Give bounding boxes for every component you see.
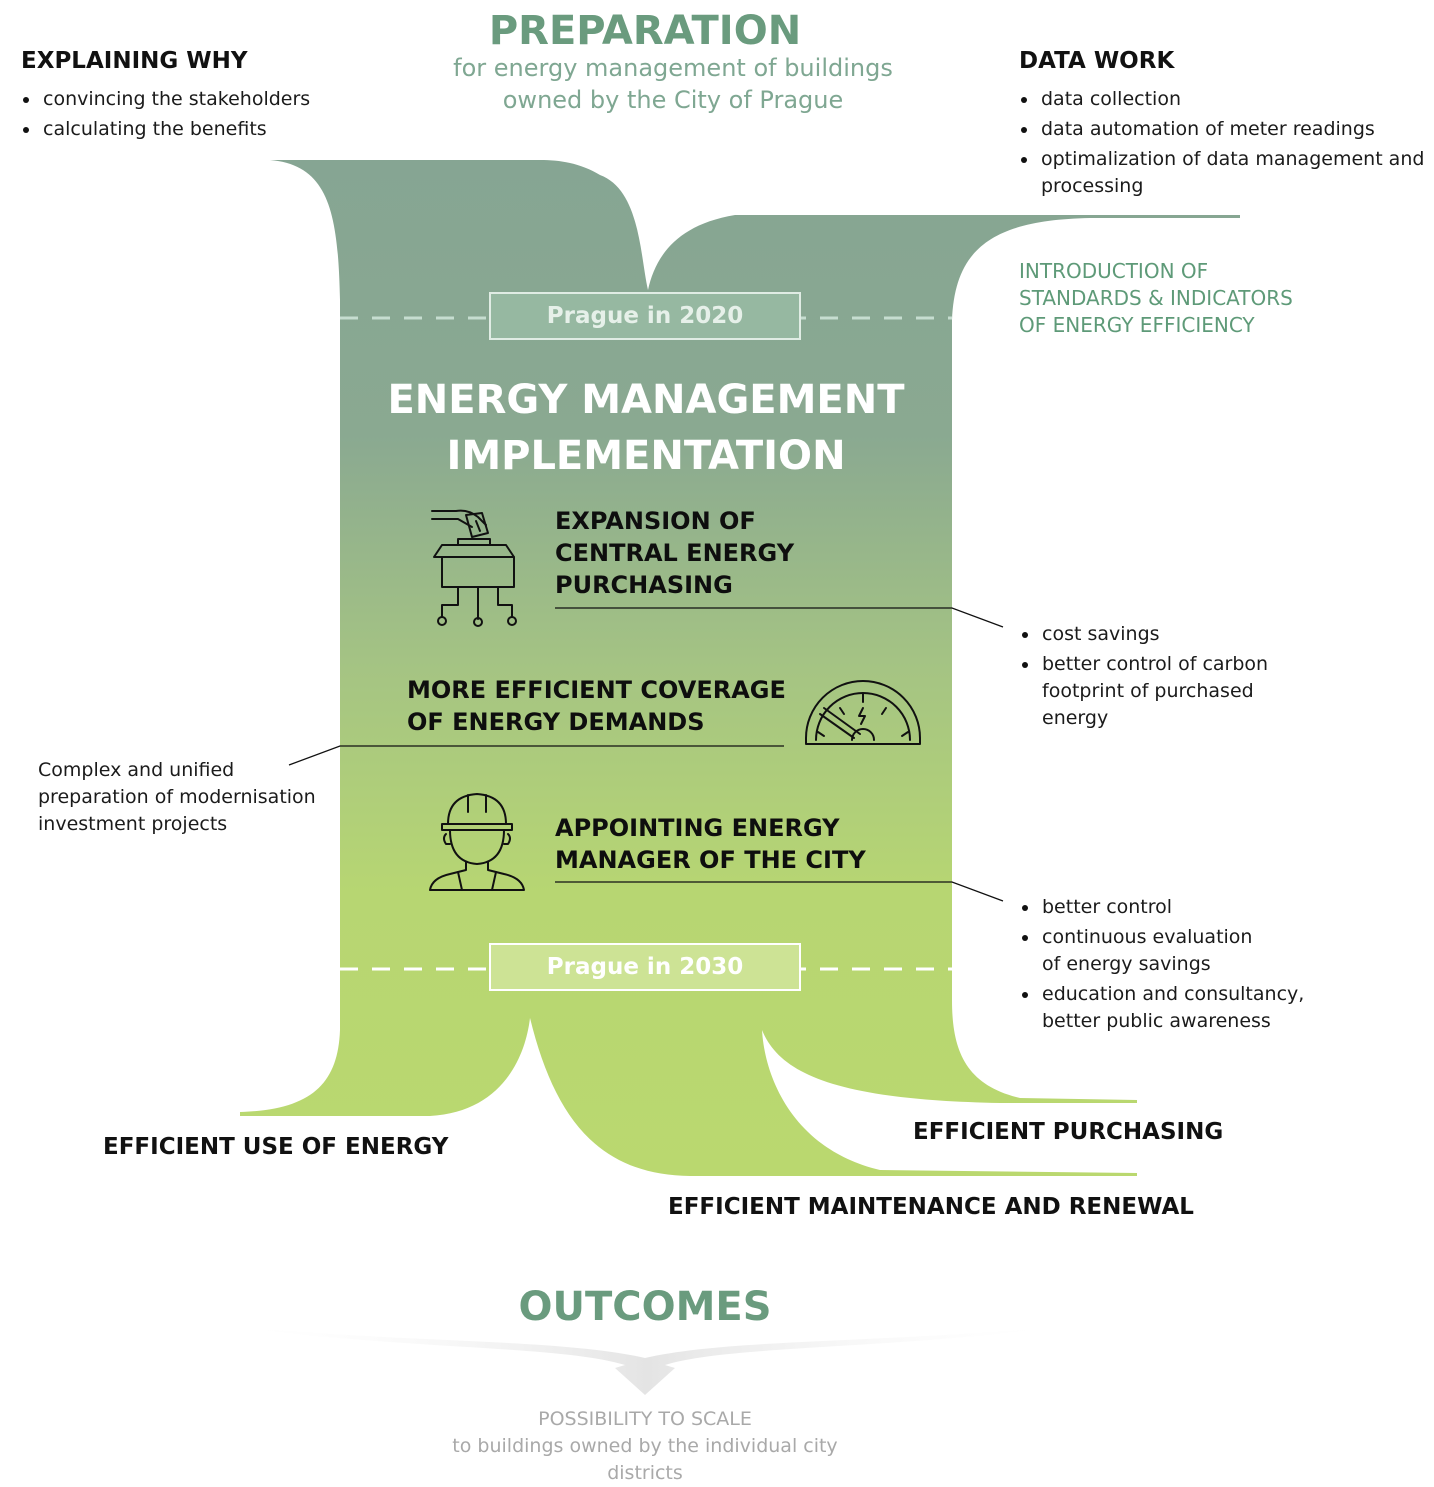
list-item: cost savings <box>1020 621 1310 648</box>
action-purchasing-line: EXPANSION OF <box>555 507 756 535</box>
outcomes-scale-line: districts <box>607 1462 683 1484</box>
data-work-list: data collection data automation of meter… <box>1019 86 1431 203</box>
action-purchasing-line: PURCHASING <box>555 571 733 599</box>
milestone-2020: Prague in 2020 <box>489 292 801 340</box>
coverage-note-line: investment projects <box>38 813 228 835</box>
flow-shape <box>118 160 1240 1176</box>
action-coverage-line: OF ENERGY DEMANDS <box>407 708 705 736</box>
worker-icon <box>429 793 525 891</box>
preparation-subtitle-line: for energy management of buildings <box>453 54 893 82</box>
coverage-note-line: Complex and unified <box>38 759 235 781</box>
preparation-subtitle: for energy management of buildings owned… <box>0 52 1346 116</box>
manager-benefits-list: better control continuous evaluation of … <box>1020 894 1320 1038</box>
list-item: convincing the stakeholders <box>21 86 341 113</box>
result-maintenance: EFFICIENT MAINTENANCE AND RENEWAL <box>668 1194 1194 1220</box>
coverage-leader-line <box>288 745 784 766</box>
ballot-box-icon <box>431 509 517 627</box>
implementation-title-line: ENERGY MANAGEMENT <box>387 377 905 423</box>
action-manager: APPOINTING ENERGY MANAGER OF THE CITY <box>555 812 866 876</box>
data-work-title: DATA WORK <box>1019 48 1175 74</box>
coverage-note-line: preparation of modernisation <box>38 786 316 808</box>
outcomes-title: OUTCOMES <box>518 1284 772 1330</box>
explaining-why-list: convincing the stakeholders calculating … <box>21 86 341 146</box>
preparation-title: PREPARATION <box>488 8 802 54</box>
introduction-standards: INTRODUCTION OF STANDARDS & INDICATORS O… <box>1019 258 1349 339</box>
introduction-line: INTRODUCTION OF <box>1019 259 1209 283</box>
result-purchasing: EFFICIENT PURCHASING <box>913 1119 1224 1145</box>
action-purchasing: EXPANSION OF CENTRAL ENERGY PURCHASING <box>555 505 794 601</box>
list-item: data collection <box>1019 86 1431 113</box>
action-coverage-line: MORE EFFICIENT COVERAGE <box>407 676 786 704</box>
implementation-title: ENERGY MANAGEMENT IMPLEMENTATION <box>340 372 952 484</box>
outcomes-scale-line: POSSIBILITY TO SCALE <box>538 1408 752 1430</box>
introduction-line: OF ENERGY EFFICIENCY <box>1019 313 1255 337</box>
outcomes-scale: POSSIBILITY TO SCALE to buildings owned … <box>0 1406 1290 1487</box>
action-manager-line: APPOINTING ENERGY <box>555 814 840 842</box>
list-item: better control of carbon footprint of pu… <box>1020 651 1270 732</box>
outcomes-scale-line: to buildings owned by the individual cit… <box>452 1435 838 1457</box>
coverage-note: Complex and unified preparation of moder… <box>38 757 316 838</box>
manager-leader-line <box>555 881 1004 902</box>
list-item: continuous evaluation of energy savings <box>1020 924 1272 978</box>
purchasing-leader-line <box>555 607 1004 628</box>
action-manager-line: MANAGER OF THE CITY <box>555 846 866 874</box>
action-purchasing-line: CENTRAL ENERGY <box>555 539 795 567</box>
action-coverage: MORE EFFICIENT COVERAGE OF ENERGY DEMAND… <box>407 674 786 738</box>
gauge-icon <box>805 680 921 745</box>
result-use: EFFICIENT USE OF ENERGY <box>103 1134 449 1160</box>
list-item: optimalization of data management and pr… <box>1019 146 1431 200</box>
list-item: better control <box>1020 894 1320 921</box>
preparation-subtitle-line: owned by the City of Prague <box>502 86 844 114</box>
list-item: calculating the benefits <box>21 116 341 143</box>
list-item: education and consultancy, better public… <box>1020 981 1320 1035</box>
introduction-line: STANDARDS & INDICATORS <box>1019 286 1293 310</box>
explaining-why-title: EXPLAINING WHY <box>21 48 248 74</box>
purchasing-benefits-list: cost savings better control of carbon fo… <box>1020 621 1310 735</box>
list-item: data automation of meter readings <box>1019 116 1431 143</box>
outcomes-swoosh <box>220 1325 1075 1395</box>
implementation-title-line: IMPLEMENTATION <box>446 433 846 479</box>
milestone-2030: Prague in 2030 <box>489 943 801 991</box>
